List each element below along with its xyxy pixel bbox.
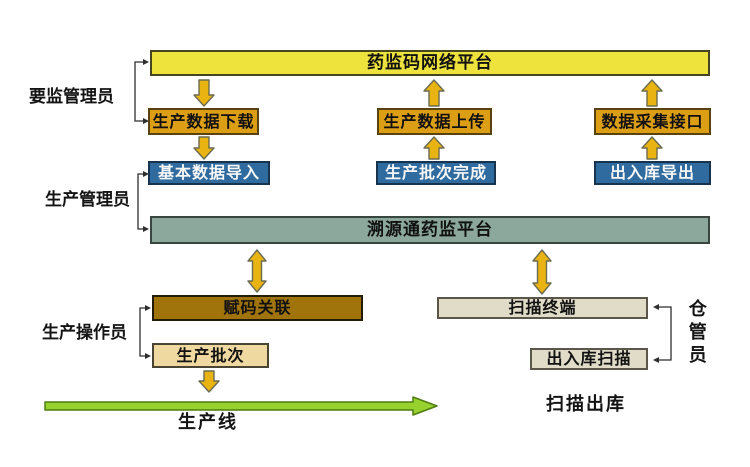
up-arrow-upload-to-network bbox=[423, 79, 445, 107]
bracket-arrowhead bbox=[145, 305, 151, 311]
down-arrow-network-to-download bbox=[193, 79, 215, 107]
role-label-production-manager: 生产管理员 bbox=[45, 190, 130, 210]
bracket-regulator bbox=[134, 61, 143, 122]
caption-scan-out: 扫描出库 bbox=[546, 394, 626, 415]
box-data-collect-api: 数据采集接口 bbox=[594, 108, 711, 135]
bracket-arrowhead bbox=[143, 171, 149, 177]
box-production-data-download: 生产数据下载 bbox=[148, 108, 259, 135]
down-arrow-download-to-import bbox=[193, 136, 215, 160]
double-arrow-trace-codelink bbox=[247, 249, 267, 293]
box-scan-terminal: 扫描终端 bbox=[437, 297, 648, 319]
bracket-arrowhead bbox=[653, 304, 659, 310]
box-production-batch: 生产批次 bbox=[152, 343, 269, 368]
network-platform-bar: 药监码网络平台 bbox=[150, 50, 710, 76]
bracket-production-operator bbox=[139, 307, 145, 357]
box-production-data-upload: 生产数据上传 bbox=[377, 108, 492, 135]
bracket-warehouse-keeper bbox=[657, 306, 672, 361]
caption-production-line: 生产线 bbox=[178, 412, 238, 433]
up-arrow-batchdone-to-upload bbox=[423, 136, 445, 160]
bracket-arrowhead bbox=[143, 59, 149, 65]
up-arrow-collect-to-network bbox=[641, 79, 663, 107]
down-arrow-batch-to-line bbox=[198, 370, 220, 393]
trace-platform-bar: 溯源通药监平台 bbox=[150, 216, 710, 244]
bracket-arrowhead bbox=[145, 353, 151, 359]
double-arrow-trace-scanterminal bbox=[532, 249, 552, 295]
role-label-regulator: 要监管理员 bbox=[29, 87, 114, 107]
bracket-arrowhead bbox=[143, 118, 149, 124]
up-arrow-export-to-collect bbox=[641, 136, 663, 160]
bracket-arrowhead bbox=[653, 357, 659, 363]
box-base-data-import: 基本数据导入 bbox=[148, 161, 270, 185]
box-code-link: 赋码关联 bbox=[152, 295, 363, 321]
role-label-warehouse-keeper: 仓管员 bbox=[685, 299, 707, 368]
box-inout-export: 出入库导出 bbox=[594, 161, 711, 185]
bracket-arrowhead bbox=[143, 226, 149, 232]
box-batch-complete: 生产批次完成 bbox=[376, 161, 496, 185]
bracket-production-manager bbox=[137, 173, 143, 230]
production-line-arrow bbox=[44, 396, 438, 416]
role-label-production-operator: 生产操作员 bbox=[42, 323, 127, 343]
box-inout-scan: 出入库扫描 bbox=[530, 348, 648, 370]
